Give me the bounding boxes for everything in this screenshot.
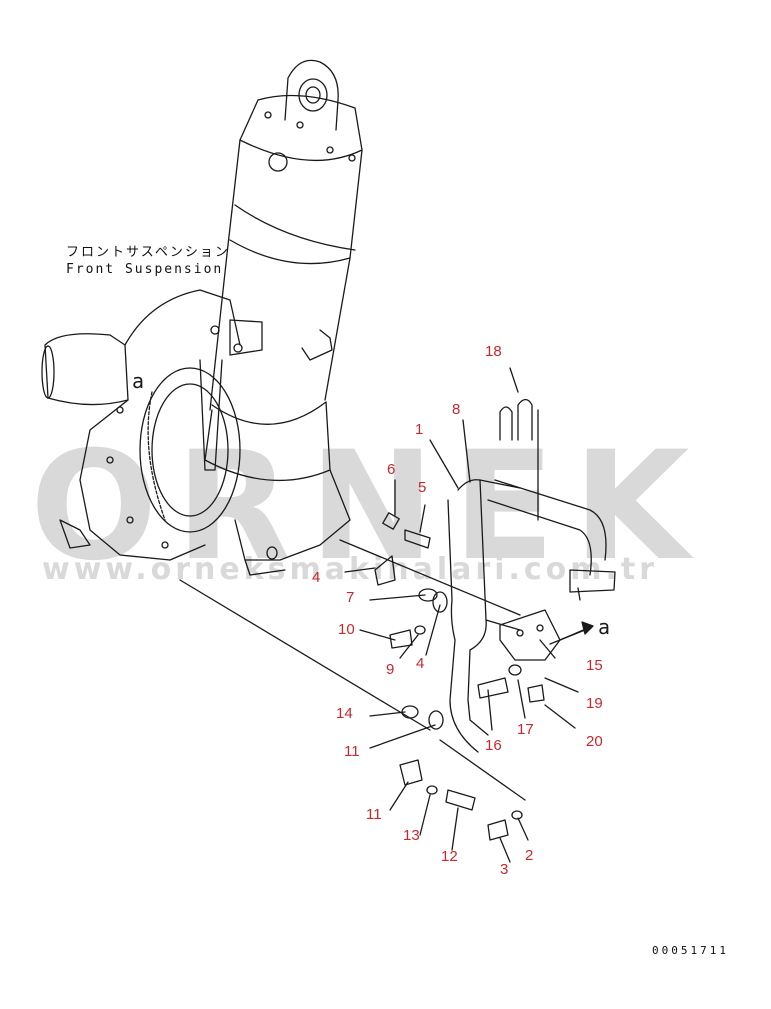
view-marker-left: a — [132, 369, 144, 393]
cylinder-head — [239, 94, 363, 172]
view-marker-right: a — [598, 615, 610, 639]
caption-english: Front Suspension — [66, 262, 224, 277]
cylinder-base — [204, 401, 351, 576]
callout-17: 17 — [517, 721, 534, 738]
callout-15: 15 — [586, 657, 603, 674]
callout-19: 19 — [586, 695, 603, 712]
callout-leaders — [344, 367, 579, 863]
callout-7: 7 — [346, 589, 354, 606]
callout-20: 20 — [586, 733, 603, 750]
callout-16: 16 — [485, 737, 502, 754]
fasteners — [374, 512, 586, 841]
cylinder-eye — [284, 59, 339, 131]
callout-12: 12 — [441, 848, 458, 865]
callout-11-second: 11 — [366, 806, 382, 823]
cylinder-barrel-lower — [209, 244, 351, 425]
callout-14: 14 — [336, 705, 353, 722]
callout-4-second: 4 — [416, 655, 424, 672]
caption-japanese: フロントサスペンション — [66, 245, 230, 260]
callout-1: 1 — [415, 421, 423, 438]
callout-4: 4 — [312, 569, 320, 586]
callout-13: 13 — [403, 827, 420, 844]
u-bolts-18 — [499, 398, 539, 521]
pipe-8 — [487, 479, 616, 601]
view-arrow — [559, 621, 594, 641]
callout-9: 9 — [386, 661, 394, 678]
callout-18: 18 — [485, 343, 502, 360]
callout-5: 5 — [418, 479, 426, 496]
pipe-1 — [447, 479, 521, 753]
callout-11: 11 — [344, 743, 360, 760]
callout-6: 6 — [387, 461, 395, 478]
leader-lines — [179, 539, 526, 801]
callout-10: 10 — [338, 621, 355, 638]
callout-2: 2 — [525, 847, 533, 864]
callout-3: 3 — [500, 861, 508, 878]
callouts: 18 8 1 6 5 4 7 10 9 4 15 19 17 20 16 14 … — [312, 343, 603, 878]
wheel-hub — [41, 289, 263, 561]
cylinder-barrel-upper — [227, 139, 363, 265]
bracket-15 — [499, 609, 561, 661]
callout-8: 8 — [452, 401, 460, 418]
document-number: 00051711 — [652, 944, 729, 957]
